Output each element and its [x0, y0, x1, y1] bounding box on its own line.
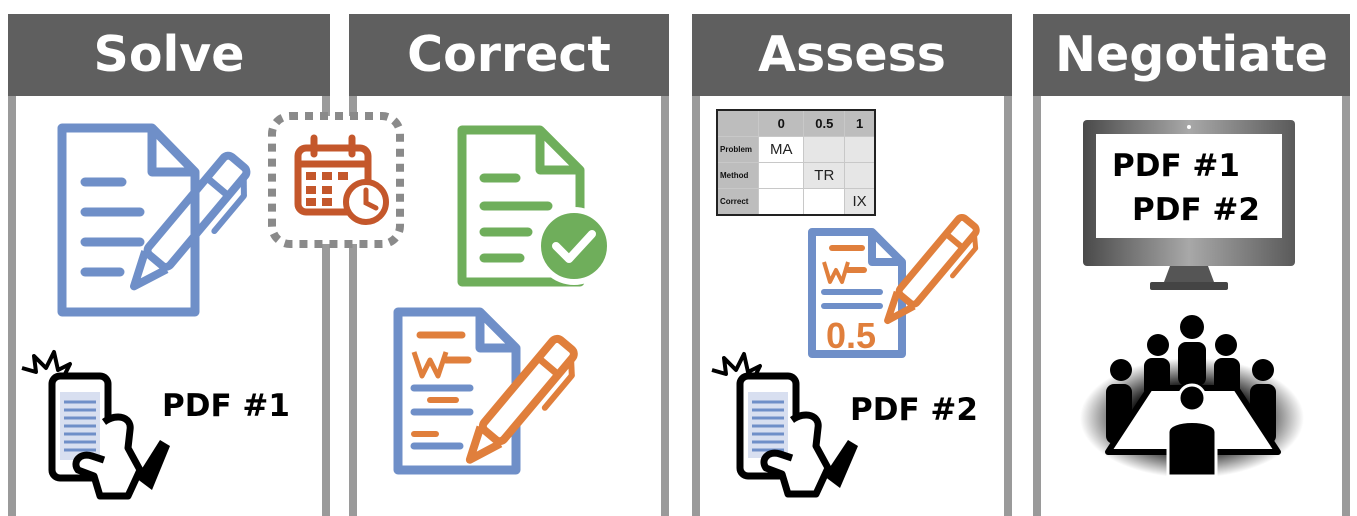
rubric-table: 0 0.5 1 Problem MA Method TR Correct IX: [716, 109, 876, 216]
rubric-cell: [757, 188, 805, 216]
rubric-row: Method TR: [716, 162, 876, 189]
document-pen-icon: [57, 123, 251, 317]
phone-camera-icon: [711, 352, 858, 498]
phone-camera-icon: [21, 350, 170, 500]
screen-pdf-label: PDF #2: [1132, 192, 1260, 228]
rubric-col-header: 1: [844, 109, 876, 137]
panel-title: Assess: [692, 14, 1012, 96]
panel-title: Correct: [349, 14, 669, 96]
screen-pdf-label: PDF #1: [1112, 148, 1240, 184]
rubric-cell: [844, 162, 876, 189]
rubric-cell: [844, 136, 876, 163]
rubric-row: Problem MA: [716, 136, 876, 163]
rubric-row-label: Correct: [716, 188, 759, 216]
pdf-label: PDF #2: [850, 392, 978, 428]
rubric-row: Correct IX: [716, 188, 876, 216]
rubric-cell: TR: [803, 162, 846, 189]
document-check-icon: [457, 125, 613, 287]
pdf-label: PDF #1: [162, 388, 290, 424]
rubric-col-header: 0: [757, 109, 805, 137]
rubric-row-label: Method: [716, 162, 759, 189]
rubric-corner: [716, 109, 759, 137]
panel-title: Solve: [8, 14, 330, 96]
rubric-col-header: 0.5: [803, 109, 846, 137]
graded-document-icon: [393, 307, 578, 475]
panel-correct: Correct: [349, 14, 669, 516]
calendar-clock-icon: [268, 112, 404, 248]
monitor-icon: [1083, 120, 1295, 290]
rubric-cell: [803, 136, 846, 163]
score-label: 0.5: [826, 315, 876, 356]
rubric-header-row: 0 0.5 1: [716, 109, 876, 137]
rubric-cell: IX: [844, 188, 876, 216]
rubric-cell: [757, 162, 805, 189]
meeting-table-icon: [1080, 315, 1304, 478]
rubric-row-label: Problem: [716, 136, 759, 163]
graded-document-icon: 0.5: [808, 213, 980, 358]
rubric-cell: [803, 188, 846, 216]
rubric-cell: MA: [757, 136, 805, 163]
panel-title: Negotiate: [1033, 14, 1350, 96]
